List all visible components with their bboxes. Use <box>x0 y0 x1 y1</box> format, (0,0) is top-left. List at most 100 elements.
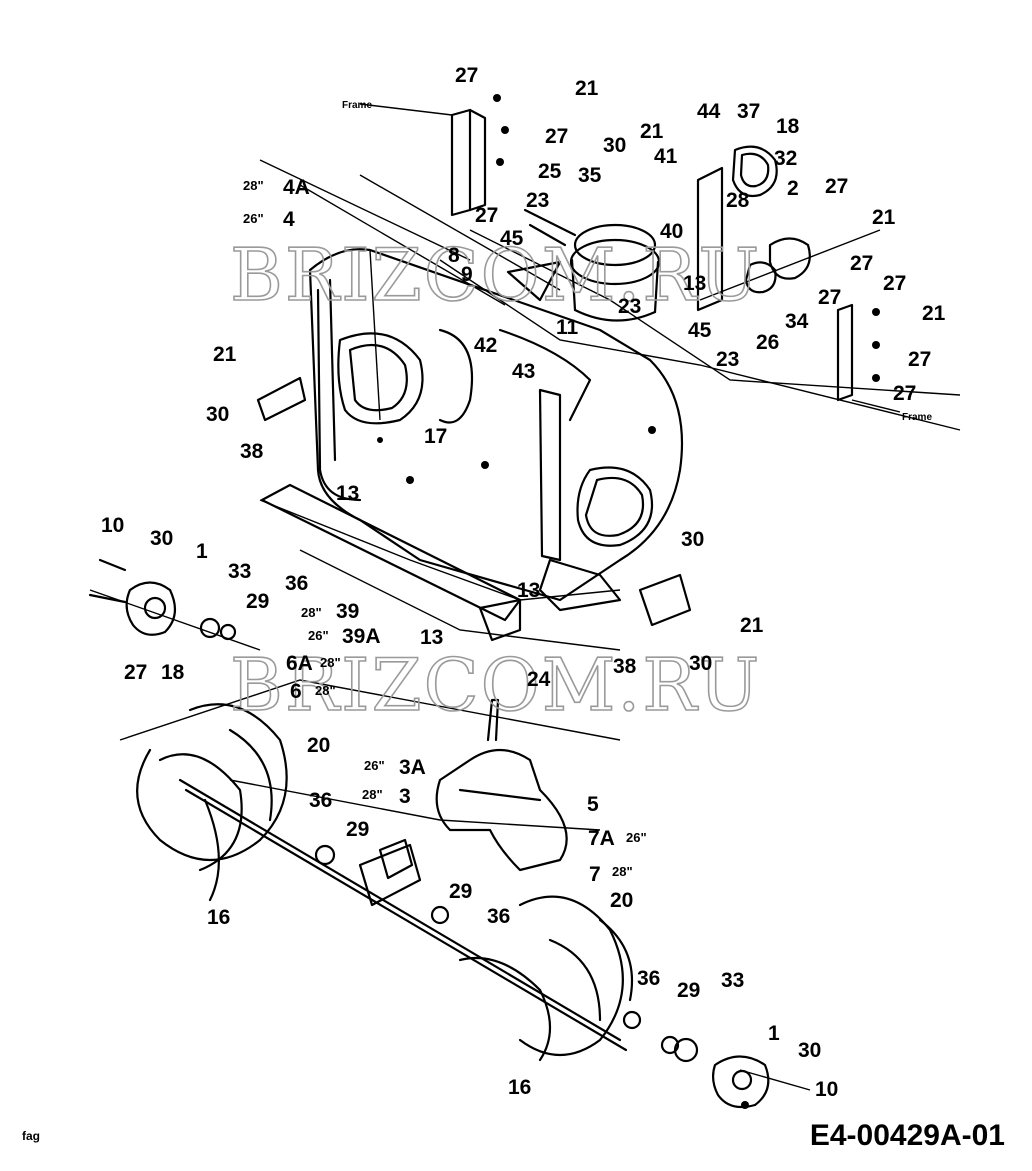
auger-housing <box>308 248 684 612</box>
callout-16: 16 <box>508 1076 531 1099</box>
callout-20: 20 <box>610 889 633 912</box>
corner-mark: fag <box>22 1129 40 1143</box>
callout-17: 17 <box>424 425 447 448</box>
left-mount-bracket <box>359 94 509 217</box>
size-mark: 28" <box>301 605 322 620</box>
size-mark: 26" <box>626 830 647 845</box>
callout-27: 27 <box>883 272 906 295</box>
callout-38: 38 <box>240 440 264 463</box>
callout-5: 5 <box>587 793 599 816</box>
gearbox <box>435 698 568 872</box>
callout-11: 11 <box>556 316 579 339</box>
callout-3A: 3A <box>399 756 426 779</box>
callout-21: 21 <box>213 343 237 366</box>
callout-44: 44 <box>697 100 721 123</box>
callout-27: 27 <box>475 204 498 227</box>
callout-39A: 39A <box>342 625 381 648</box>
callout-29: 29 <box>449 880 472 903</box>
callout-10: 10 <box>815 1078 838 1101</box>
callout-25: 25 <box>538 160 562 183</box>
callout-6A: 6A <box>286 652 313 675</box>
auger-assembly <box>136 703 699 1063</box>
callout-27: 27 <box>455 64 478 87</box>
callout-1: 1 <box>196 540 208 563</box>
callout-39: 39 <box>336 600 359 623</box>
callout-36: 36 <box>487 905 510 928</box>
callout-30: 30 <box>689 652 712 675</box>
size-mark: 28" <box>243 178 264 193</box>
callout-21: 21 <box>575 77 599 100</box>
callout-18: 18 <box>776 115 800 138</box>
callout-41: 41 <box>654 145 678 168</box>
callout-23: 23 <box>618 295 641 318</box>
frame-label-right: Frame <box>902 412 932 423</box>
size-mark: 26" <box>243 211 264 226</box>
callout-27: 27 <box>124 661 147 684</box>
callout-21: 21 <box>922 302 946 325</box>
callout-6: 6 <box>290 680 302 703</box>
callout-21: 21 <box>740 614 764 637</box>
callout-29: 29 <box>677 979 700 1002</box>
part-callouts: 27 21 27 27 21 30 21 41 44 37 18 25 35 3… <box>101 64 946 1101</box>
chute-base <box>506 208 661 322</box>
callout-42: 42 <box>474 334 497 357</box>
callout-45: 45 <box>500 227 524 250</box>
right-bearing <box>711 1055 770 1109</box>
right-bracket <box>696 145 901 413</box>
callout-4: 4 <box>283 208 295 231</box>
callout-4A: 4A <box>283 176 310 199</box>
callout-2: 2 <box>787 177 799 200</box>
callout-23: 23 <box>716 348 739 371</box>
callout-45: 45 <box>688 319 712 342</box>
shave-plate <box>256 376 692 642</box>
callout-7A: 7A <box>588 827 615 850</box>
callout-40: 40 <box>660 220 683 243</box>
callout-21: 21 <box>640 120 664 143</box>
callout-30: 30 <box>681 528 704 551</box>
callout-26: 26 <box>756 331 779 354</box>
callout-16: 16 <box>207 906 230 929</box>
callout-36: 36 <box>309 789 332 812</box>
callout-37: 37 <box>737 100 760 123</box>
callout-30: 30 <box>150 527 173 550</box>
frame-labels: Frame Frame <box>342 100 932 423</box>
watermark-bottom: BRIZCOM.RU <box>230 643 761 727</box>
callout-27: 27 <box>545 125 568 148</box>
callout-43: 43 <box>512 360 535 383</box>
callout-38: 38 <box>613 655 637 678</box>
callout-13: 13 <box>420 626 443 649</box>
callout-10: 10 <box>101 514 124 537</box>
callout-20: 20 <box>307 734 330 757</box>
callout-24: 24 <box>527 668 551 691</box>
callout-33: 33 <box>721 969 744 992</box>
callout-27: 27 <box>908 348 931 371</box>
size-mark: 26" <box>364 758 385 773</box>
frame-label-left: Frame <box>342 100 372 111</box>
callout-32: 32 <box>774 147 797 170</box>
size-mark: 28" <box>315 683 336 698</box>
watermarks: BRIZCOM.RU BRIZCOM.RU <box>229 232 761 728</box>
callout-9: 9 <box>461 263 473 286</box>
callout-33: 33 <box>228 560 251 583</box>
callout-30: 30 <box>798 1039 821 1062</box>
callout-18: 18 <box>161 661 185 684</box>
callout-27: 27 <box>825 175 848 198</box>
callout-8: 8 <box>448 244 460 267</box>
callout-27: 27 <box>893 382 916 405</box>
callout-23: 23 <box>526 189 549 212</box>
callout-29: 29 <box>346 818 369 841</box>
callout-1: 1 <box>768 1022 780 1045</box>
callout-36: 36 <box>637 967 660 990</box>
size-marks: 28" 26" 28" 26" 28" 28" 26" 28" 26" 28" <box>243 178 647 879</box>
callout-7: 7 <box>589 863 601 886</box>
figure-code: E4-00429A-01 <box>810 1119 1005 1152</box>
callout-36: 36 <box>285 572 308 595</box>
callout-29: 29 <box>246 590 269 613</box>
callout-13: 13 <box>517 579 540 602</box>
size-mark: 28" <box>612 864 633 879</box>
callout-27: 27 <box>818 286 841 309</box>
callout-27: 27 <box>850 252 873 275</box>
callout-21: 21 <box>872 206 896 229</box>
callout-30: 30 <box>603 134 626 157</box>
